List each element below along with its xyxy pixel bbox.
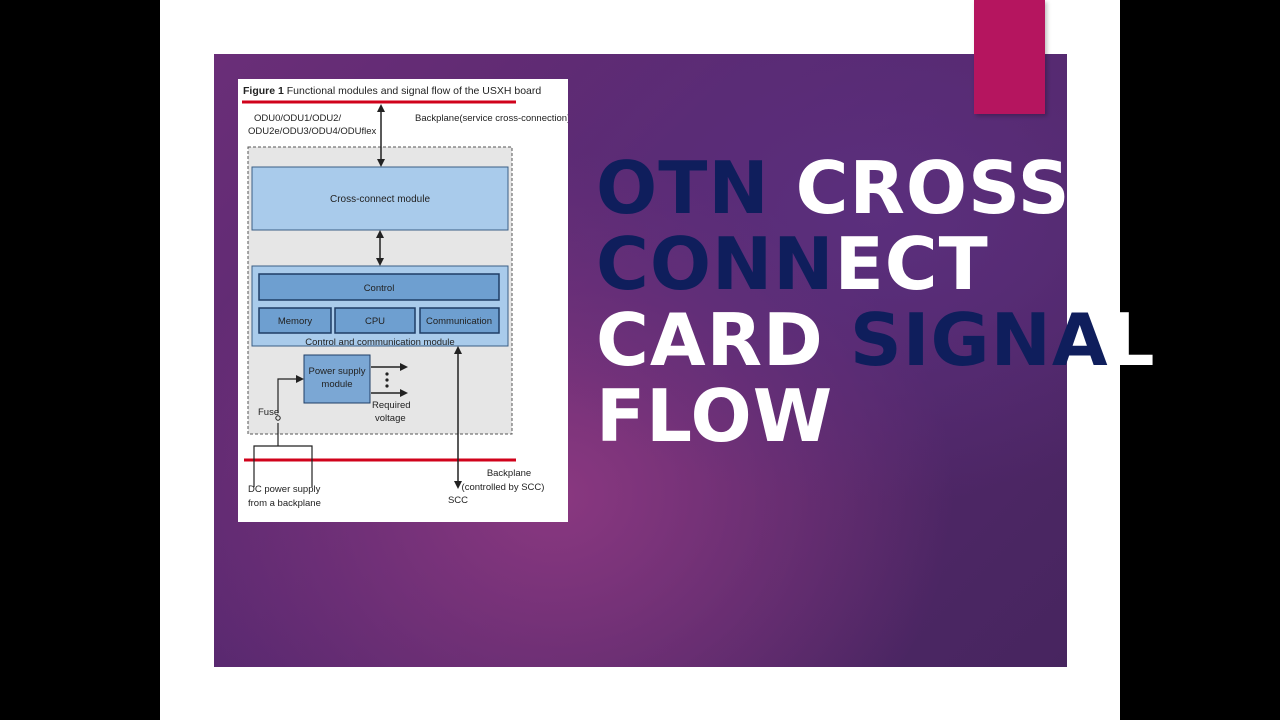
cross-connect-label: Cross-connect module bbox=[330, 194, 430, 205]
odu-label-2: ODU2e/ODU3/ODU4/ODUflex bbox=[248, 126, 377, 137]
cpu-label: CPU bbox=[365, 316, 385, 327]
dc-label-2: from a backplane bbox=[248, 498, 321, 509]
caption-rest: Functional modules and signal flow of th… bbox=[284, 85, 542, 97]
title-word: CARD bbox=[596, 298, 850, 382]
cpu-box bbox=[334, 307, 416, 334]
fuse-input-line bbox=[277, 379, 302, 446]
control-label: Control bbox=[364, 283, 395, 294]
accent-tab bbox=[974, 0, 1045, 114]
fuse-symbol bbox=[275, 415, 281, 421]
slide-title: OTN CROSS CONNECT CARD SIGNAL FLOW bbox=[596, 150, 1155, 454]
cross-connect-module bbox=[251, 166, 509, 231]
title-word: SIGNA bbox=[849, 298, 1109, 382]
power-label-1: Power supply bbox=[308, 366, 365, 377]
fuse-label: Fuse bbox=[258, 407, 279, 418]
communication-label: Communication bbox=[426, 316, 492, 327]
title-line-3: CARD SIGNAL bbox=[596, 302, 1155, 378]
title-word: CONN bbox=[596, 222, 835, 306]
usxh-diagram: Figure 1 Functional modules and signal f… bbox=[238, 79, 568, 522]
diagram-svg: Figure 1 Functional modules and signal f… bbox=[242, 85, 568, 509]
backplane-top-label: Backplane(service cross-connection) bbox=[415, 113, 568, 124]
scc-label: SCC bbox=[448, 495, 468, 506]
title-line-2: CONNECT bbox=[596, 226, 1155, 302]
memory-box bbox=[258, 307, 332, 334]
power-label-2: module bbox=[321, 379, 352, 390]
control-box bbox=[258, 273, 500, 301]
backplane-bottom-label-2: (controlled by SCC) bbox=[462, 482, 545, 493]
title-word: CROSS bbox=[769, 146, 1071, 230]
ctrl-comm-label: Control and communication module bbox=[305, 337, 454, 348]
title-word: L bbox=[1108, 298, 1156, 382]
title-line-4: FLOW bbox=[596, 378, 1155, 454]
dc-supply-bracket bbox=[253, 445, 313, 487]
caption-bold: Figure 1 bbox=[243, 85, 284, 97]
dot-2 bbox=[385, 378, 389, 382]
odu-label-1: ODU0/ODU1/ODU2/ bbox=[254, 113, 341, 124]
dot-1 bbox=[385, 372, 389, 376]
required-label-2: voltage bbox=[375, 413, 406, 424]
dot-3 bbox=[385, 384, 389, 388]
required-label-1: Required bbox=[372, 400, 411, 411]
title-word: FLOW bbox=[596, 374, 834, 458]
dc-label-1: DC power supply bbox=[248, 484, 321, 495]
figure-caption: Figure 1 Functional modules and signal f… bbox=[243, 85, 541, 97]
title-word: ECT bbox=[834, 222, 989, 306]
title-word: OTN bbox=[596, 146, 770, 230]
title-line-1: OTN CROSS bbox=[596, 150, 1155, 226]
backplane-bottom-label-1: Backplane bbox=[487, 468, 531, 479]
memory-label: Memory bbox=[278, 316, 313, 327]
communication-box bbox=[419, 307, 500, 334]
power-supply-module bbox=[303, 354, 371, 404]
